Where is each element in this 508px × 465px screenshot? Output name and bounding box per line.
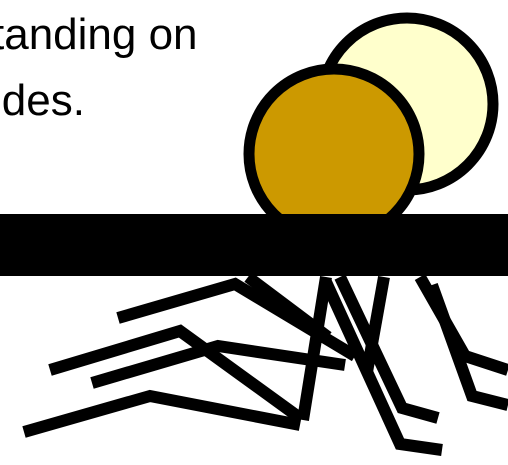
- stick-11: [432, 285, 508, 405]
- stick-6: [303, 277, 326, 420]
- sticks-group: [24, 277, 508, 450]
- front-circle-icon: [249, 69, 419, 239]
- stick-4: [24, 396, 300, 432]
- horizontal-bar: [0, 214, 508, 276]
